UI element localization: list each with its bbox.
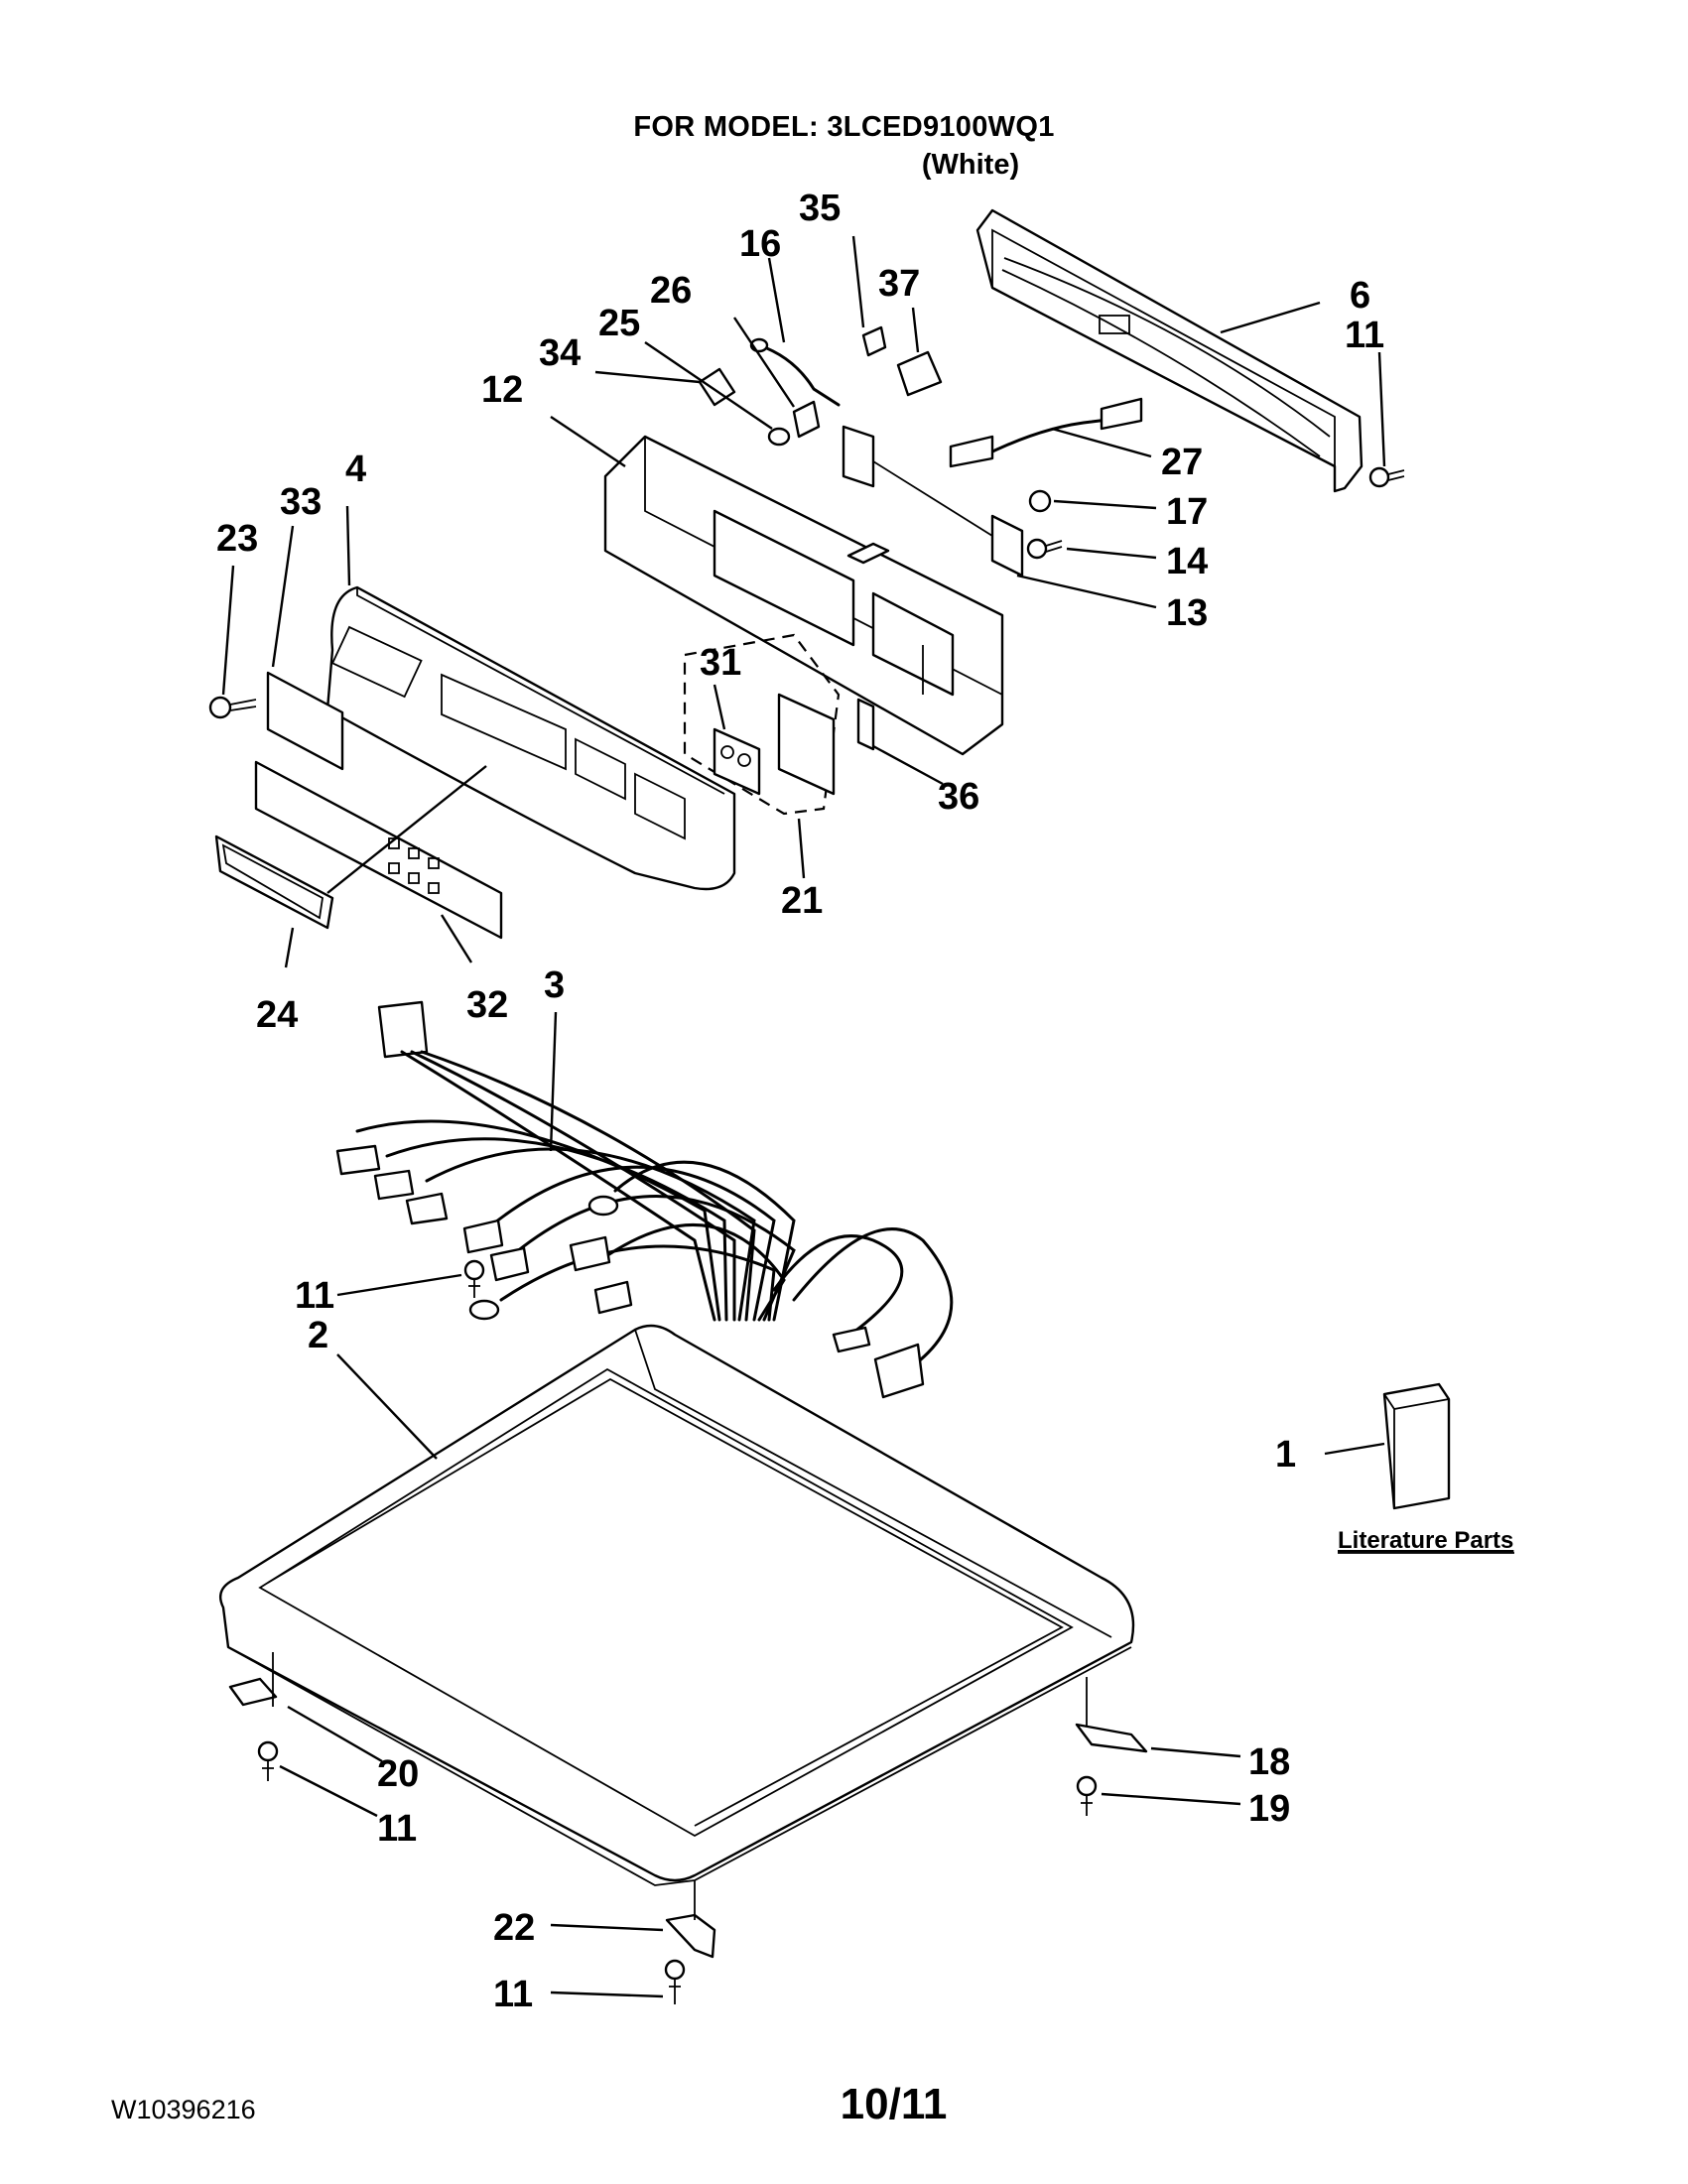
- part-23-screw: [208, 696, 257, 719]
- part-11-screw-left: [257, 1740, 279, 1781]
- model-color: (White): [921, 149, 1020, 181]
- leader-lines: [221, 235, 1386, 1998]
- part-1-literature: [1382, 1382, 1451, 1510]
- callout-3: 3: [544, 964, 565, 1006]
- part-16-ground-wire: [749, 337, 841, 407]
- callout-11-left: 11: [377, 1808, 417, 1850]
- callout-26: 26: [650, 270, 692, 312]
- part-11-screw-harness: [463, 1259, 485, 1298]
- part-36-spacer: [856, 698, 875, 751]
- callout-11-bottom: 11: [493, 1974, 533, 2015]
- callout-12: 12: [481, 369, 523, 411]
- part-17-nut: [1028, 489, 1052, 513]
- document-number: W10396216: [111, 2095, 256, 2124]
- callout-17: 17: [1166, 491, 1208, 533]
- part-26-clip: [792, 400, 821, 439]
- callout-19: 19: [1248, 1788, 1290, 1830]
- callout-14: 14: [1166, 541, 1208, 582]
- part-11-screw-rear: [1368, 466, 1405, 488]
- callout-24: 24: [256, 994, 298, 1036]
- callout-37: 37: [878, 263, 920, 305]
- callout-31: 31: [700, 642, 741, 684]
- part-4-console-panel: [325, 585, 736, 891]
- part-12-console-housing: [603, 435, 1004, 756]
- part-3-wire-harness: [335, 1000, 954, 1399]
- callout-11-harness: 11: [295, 1275, 334, 1317]
- literature-parts-label: Literature Parts: [1338, 1527, 1513, 1554]
- callout-13: 13: [1166, 592, 1208, 634]
- part-22-bracket: [665, 1913, 716, 1959]
- part-19-screw-right: [1076, 1775, 1098, 1816]
- callout-1: 1: [1275, 1434, 1296, 1476]
- callout-6: 6: [1350, 275, 1370, 317]
- callout-33: 33: [280, 481, 322, 523]
- callout-20: 20: [377, 1753, 419, 1795]
- part-11-screw-bottom: [664, 1959, 686, 2004]
- callout-32: 32: [466, 984, 508, 1026]
- callouts: 35 16 37 26 25 34 12 6 11 27 17 14 13 4 …: [216, 188, 1384, 2015]
- callout-23: 23: [216, 518, 258, 560]
- callout-4: 4: [345, 449, 366, 490]
- part-21-ui-board-kit: [683, 633, 841, 816]
- callout-25: 25: [598, 303, 640, 344]
- part-32-keypad-overlay: [254, 760, 503, 940]
- part-13-control-board: [842, 425, 1024, 578]
- callout-21: 21: [781, 880, 823, 922]
- part-37-connector: [896, 350, 943, 397]
- part-20-hinge: [228, 1677, 278, 1707]
- callout-27: 27: [1161, 442, 1203, 483]
- callout-36: 36: [938, 776, 979, 818]
- page-number: 10/11: [840, 2080, 948, 2128]
- callout-22: 22: [493, 1907, 535, 1949]
- part-33-overlay: [266, 671, 344, 771]
- callout-35: 35: [799, 188, 841, 229]
- callout-11-rear: 11: [1345, 315, 1384, 356]
- callout-2: 2: [308, 1315, 328, 1356]
- part-6-rear-bracket: [975, 208, 1363, 493]
- part-27-harness: [949, 397, 1143, 468]
- part-2-top: [218, 1324, 1135, 1886]
- part-14-screw: [1026, 538, 1063, 560]
- callout-34: 34: [539, 332, 581, 374]
- part-25-washer: [767, 427, 791, 447]
- part-18-hinge-right: [1075, 1723, 1148, 1753]
- callout-16: 16: [739, 223, 781, 265]
- part-35-screw: [861, 325, 887, 357]
- part-24-display-lens: [214, 835, 334, 930]
- callout-18: 18: [1248, 1741, 1290, 1783]
- model-title: FOR MODEL: 3LCED9100WQ1: [633, 111, 1055, 143]
